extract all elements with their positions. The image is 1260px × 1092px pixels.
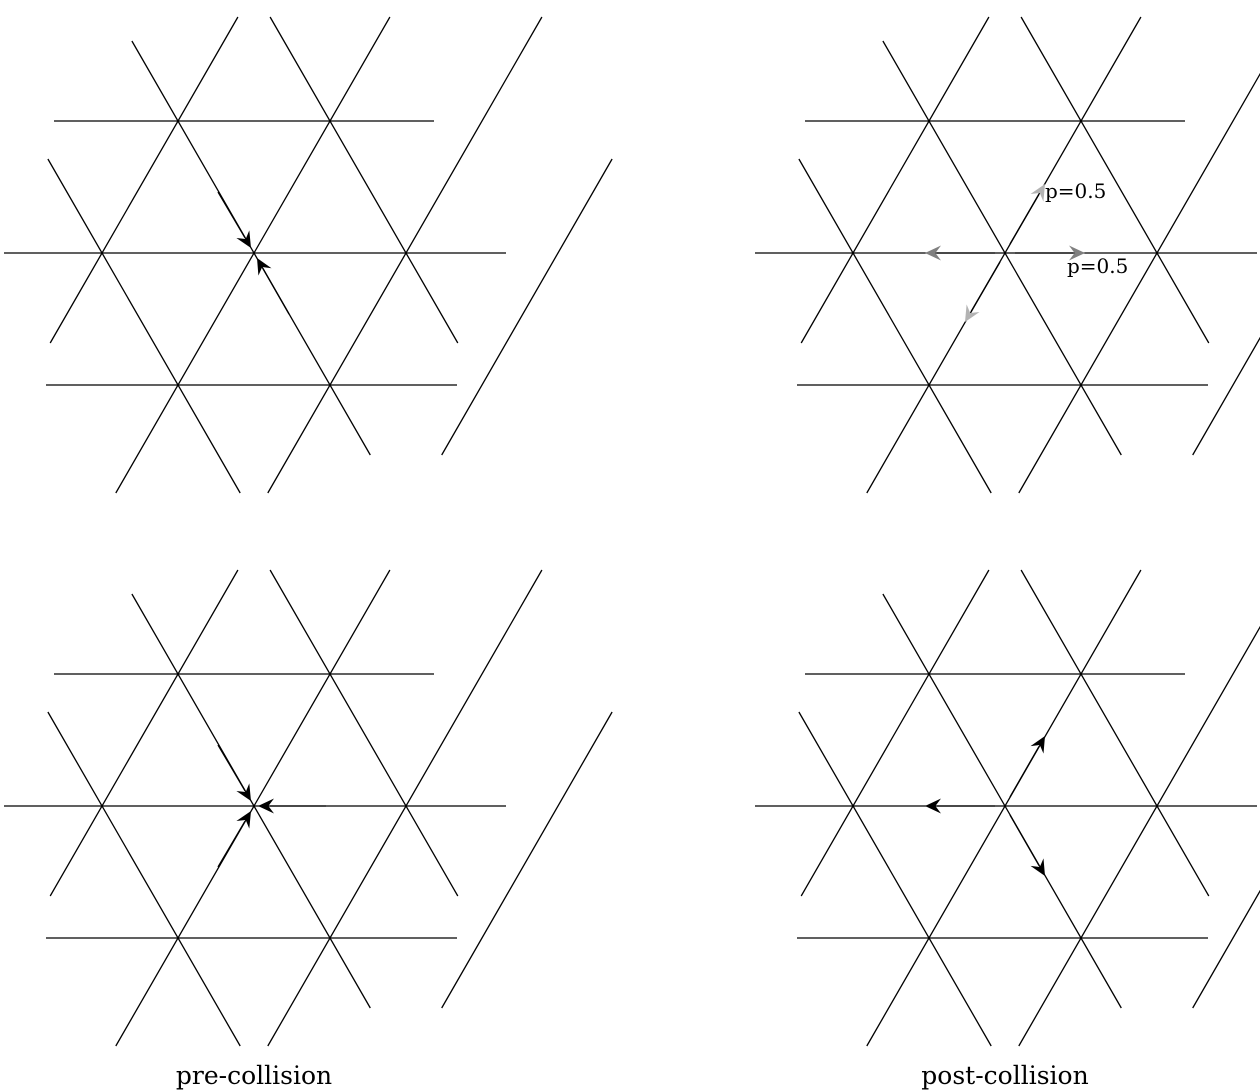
lattice-line xyxy=(267,16,543,494)
panel-top-left xyxy=(4,16,613,494)
arrow-head xyxy=(257,258,272,276)
arrow-incoming-right xyxy=(258,798,326,814)
lattice-line xyxy=(1192,336,1260,456)
arrow-outcome-right xyxy=(1015,245,1085,261)
lattice-line xyxy=(798,158,992,494)
lattice-line xyxy=(441,711,613,1009)
arrow-head xyxy=(925,245,941,261)
lattice-top-left xyxy=(4,16,613,494)
lattice-line xyxy=(269,16,459,344)
lattice-line xyxy=(882,40,1122,456)
probability-label-horizontal: p=0.5 xyxy=(1067,254,1128,278)
lattice-line xyxy=(47,158,241,494)
lattice-line xyxy=(49,569,239,897)
arrow-head xyxy=(236,230,251,248)
arrow-shaft xyxy=(217,821,246,868)
arrow-shaft xyxy=(217,744,246,791)
arrow-shaft xyxy=(970,261,1001,312)
lattice-line xyxy=(131,40,371,456)
arrow-shaft xyxy=(1009,746,1040,798)
lattice-line xyxy=(131,593,371,1009)
caption-post-collision: post-collision xyxy=(921,1061,1088,1090)
arrow-head xyxy=(1030,858,1045,876)
lattice-line xyxy=(441,158,613,456)
arrow-head xyxy=(236,811,251,829)
lattice-line xyxy=(47,711,241,1047)
panel-top-right: p=0.5 p=0.5 xyxy=(755,16,1260,494)
arrow-shaft xyxy=(217,191,246,238)
lattice-bottom-left xyxy=(4,569,613,1047)
arrow-head xyxy=(965,304,980,322)
arrow-outgoing-left xyxy=(925,798,995,814)
lattice-line xyxy=(115,569,391,1047)
arrow-head xyxy=(1030,736,1045,754)
lattice-line xyxy=(1018,72,1260,494)
caption-pre-collision: pre-collision xyxy=(176,1061,332,1090)
arrow-head xyxy=(1030,184,1045,202)
arrow-outcome-up-right xyxy=(1009,184,1045,245)
arrow-head xyxy=(925,798,941,814)
lattice-line xyxy=(882,593,1122,1009)
panel-bottom-left xyxy=(4,569,613,1047)
lattice-line xyxy=(1020,16,1210,344)
arrow-outgoing-down-right xyxy=(1009,814,1045,876)
arrow-head xyxy=(236,783,251,801)
lattice-line xyxy=(1192,889,1260,1009)
arrow-outcome-left xyxy=(925,245,995,261)
probability-label-diagonal: p=0.5 xyxy=(1045,179,1106,203)
lattice-line xyxy=(269,569,459,897)
lattice-bottom-right xyxy=(755,569,1260,1047)
arrow-incoming-upper-left xyxy=(217,744,251,801)
lattice-line xyxy=(798,711,992,1047)
arrow-outcome-down-left xyxy=(965,261,1001,322)
lattice-line xyxy=(1020,569,1210,897)
arrow-incoming-lower-right xyxy=(257,258,290,315)
arrow-outgoing-up-right xyxy=(1009,736,1045,798)
lattice-line xyxy=(49,16,239,344)
lattice-line xyxy=(866,569,1142,1047)
arrow-head xyxy=(1069,245,1085,261)
lattice-line xyxy=(267,569,543,1047)
arrow-shaft xyxy=(262,268,290,315)
lattice-line xyxy=(115,16,391,494)
lattice-line xyxy=(866,16,1142,494)
lattice-line xyxy=(800,569,990,897)
arrow-incoming-upper-left xyxy=(217,191,251,248)
arrow-shaft xyxy=(1009,814,1040,866)
arrow-head xyxy=(258,798,274,814)
lattice-line xyxy=(1018,625,1260,1047)
arrow-incoming-lower-left xyxy=(217,811,251,868)
lattice-line xyxy=(800,16,990,344)
lattice-top-right xyxy=(755,16,1260,494)
arrow-shaft xyxy=(1009,194,1040,245)
panel-bottom-right xyxy=(755,569,1260,1047)
